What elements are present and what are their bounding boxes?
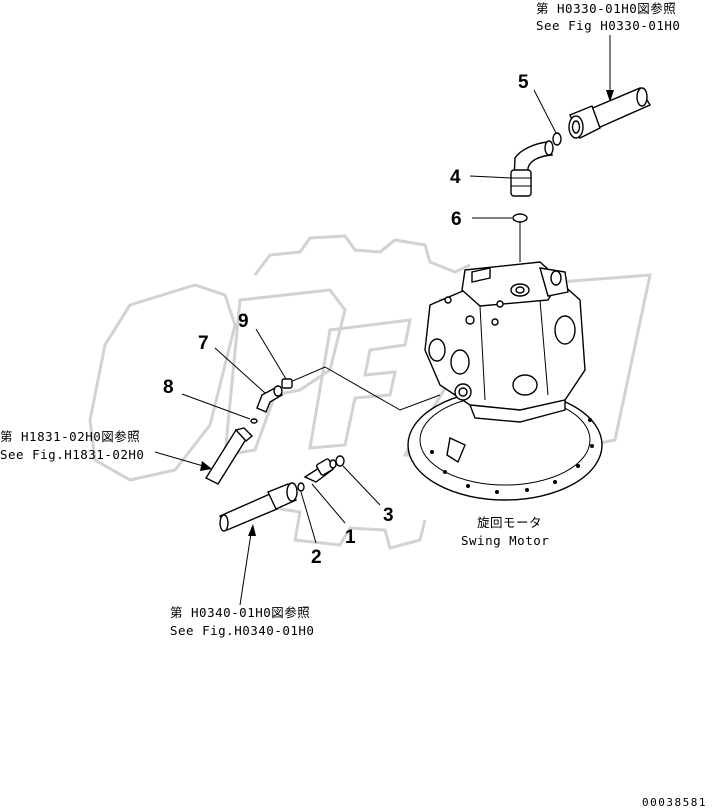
hose-top bbox=[568, 87, 652, 139]
connector-9 bbox=[281, 378, 293, 389]
reference-bottom-line1: 第 H0340-01H0図参照 bbox=[170, 605, 310, 620]
motor-label-en: Swing Motor bbox=[461, 533, 549, 548]
callout-6: 6 bbox=[451, 209, 462, 230]
callout-8: 8 bbox=[163, 377, 174, 398]
reference-left-line2: See Fig.H1831-02H0 bbox=[0, 447, 144, 462]
swing-motor bbox=[407, 261, 603, 501]
callout-5: 5 bbox=[518, 72, 529, 93]
reference-bottom: 第 H0340-01H0図参照 See Fig.H0340-01H0 bbox=[170, 524, 314, 638]
o-ring-5 bbox=[552, 132, 562, 146]
callout-1: 1 bbox=[345, 527, 356, 548]
callout-7: 7 bbox=[198, 333, 209, 354]
hose-left bbox=[204, 427, 254, 485]
callout-4: 4 bbox=[450, 167, 461, 188]
o-ring-2 bbox=[297, 482, 305, 492]
reference-top-line1: 第 H0330-01H0図参照 bbox=[536, 1, 676, 16]
hose-bottom bbox=[219, 482, 298, 532]
callout-9: 9 bbox=[238, 311, 249, 332]
reference-left: 第 H1831-02H0図参照 See Fig.H1831-02H0 bbox=[0, 429, 212, 471]
o-ring-6 bbox=[512, 213, 528, 223]
reference-top-line2: See Fig H0330-01H0 bbox=[536, 18, 680, 33]
adapter-1 bbox=[303, 458, 337, 483]
elbow-fitting-4 bbox=[510, 140, 554, 197]
o-ring-8 bbox=[250, 418, 258, 424]
o-ring-3 bbox=[335, 455, 345, 467]
reference-top: 第 H0330-01H0図参照 See Fig H0330-01H0 bbox=[536, 1, 680, 102]
document-number: 00038581 bbox=[642, 796, 707, 809]
motor-label-jp: 旋回モータ bbox=[477, 515, 542, 530]
reference-bottom-line2: See Fig.H0340-01H0 bbox=[170, 623, 314, 638]
elbow-fitting-7 bbox=[256, 385, 284, 413]
reference-left-line1: 第 H1831-02H0図参照 bbox=[0, 429, 140, 444]
callout-2: 2 bbox=[311, 547, 322, 568]
callout-3: 3 bbox=[383, 505, 394, 526]
